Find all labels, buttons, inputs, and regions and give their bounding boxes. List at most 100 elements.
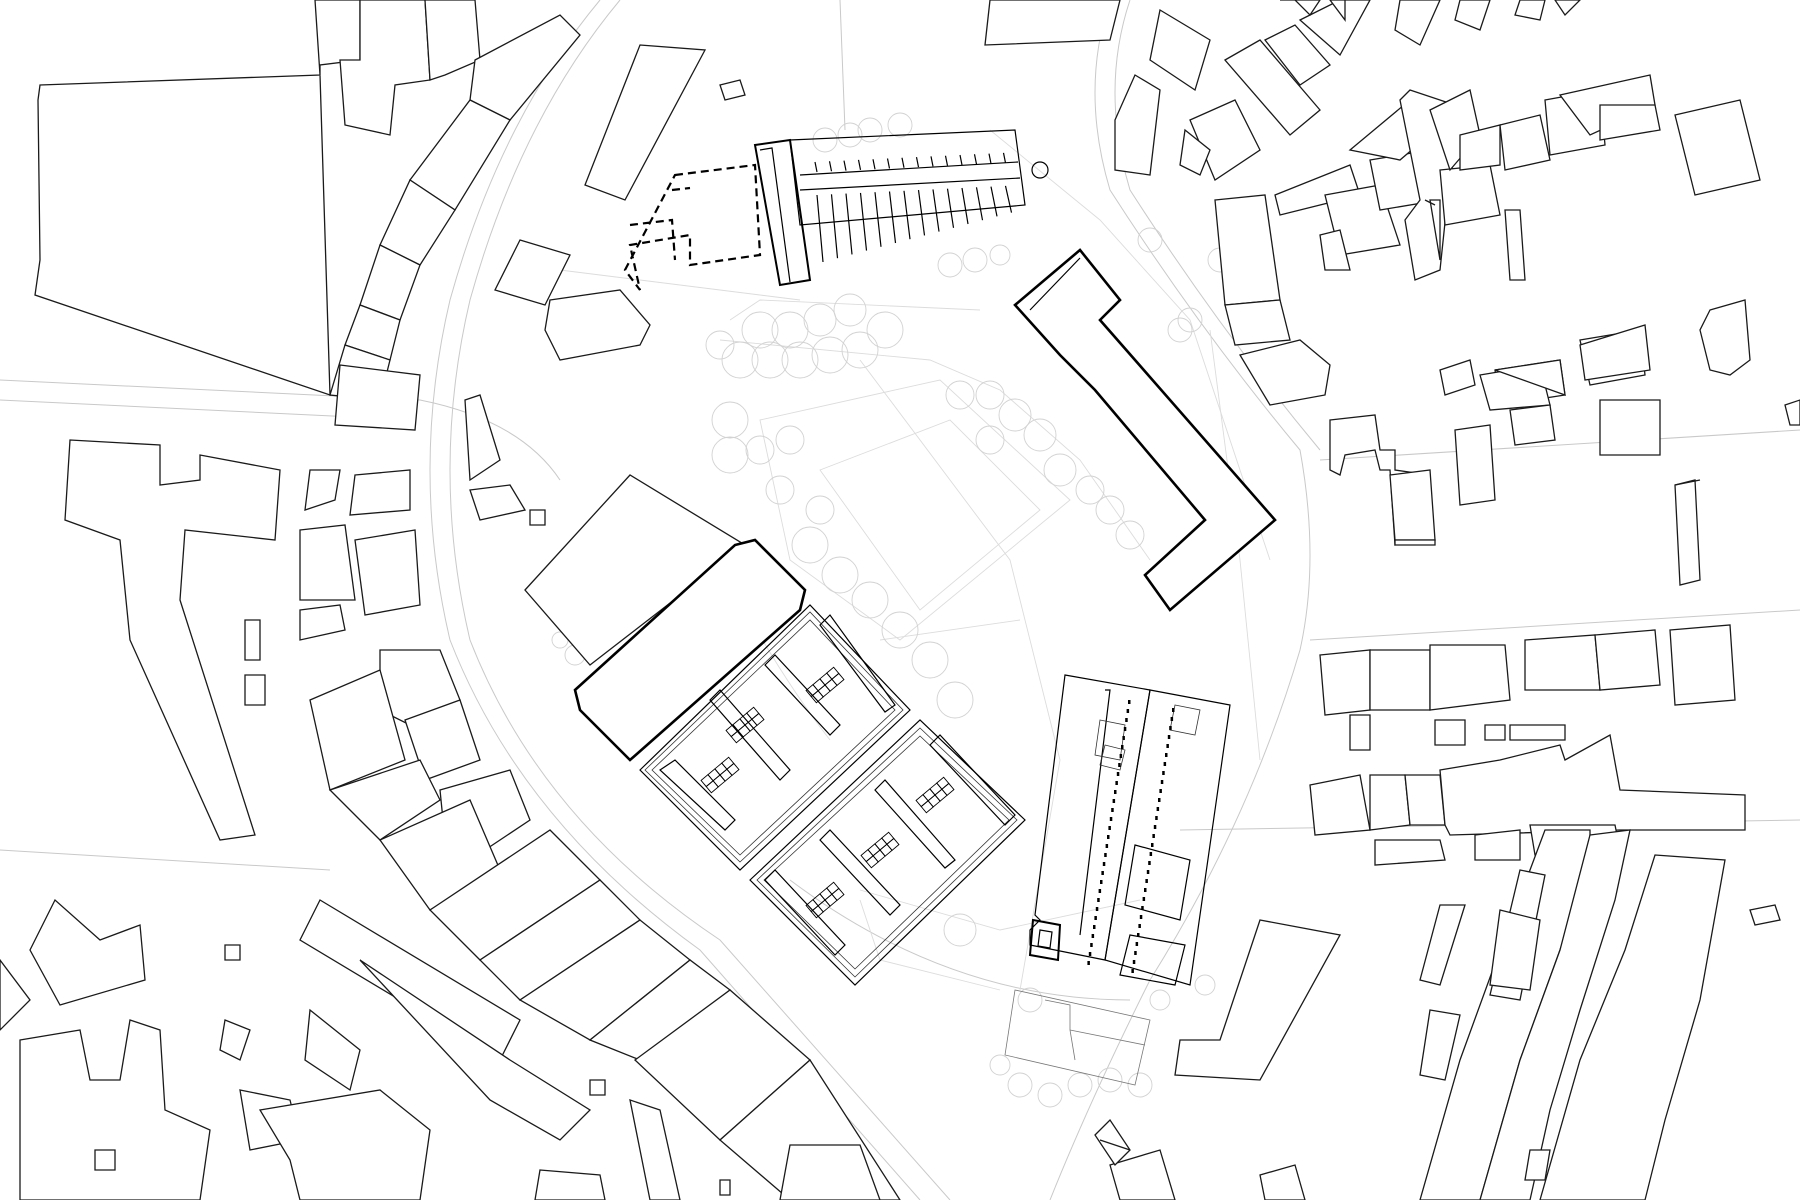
tree-canopy [975,380,1005,410]
column-mark [1145,879,1148,883]
window-cell [936,776,950,790]
column-mark [1102,862,1106,866]
context-building [64,439,281,841]
comb-tooth [930,156,934,167]
tree-canopy [721,341,759,379]
context-building [544,289,651,361]
context-building [299,524,356,601]
window-cell [751,712,765,726]
tree-canopy [1167,317,1193,343]
window-cell [714,762,728,776]
window-cell [872,849,886,863]
context-building [469,14,581,121]
context-building [1099,1139,1131,1151]
tree-canopy [811,336,849,374]
tree-canopy [741,311,779,349]
context-building [219,1019,251,1061]
context-building [304,469,341,511]
tree-canopy [962,247,988,273]
tree-canopy [775,425,805,455]
window-cell [737,724,751,738]
context-building [584,44,707,201]
column-mark [1141,906,1144,910]
tree-canopy [833,293,867,327]
column-mark [1087,961,1090,965]
window-cell [700,774,714,788]
context-building [1439,164,1501,226]
tree-canopy [866,311,904,349]
context-building [529,509,546,526]
column-mark [1107,835,1110,839]
tree-canopy [711,436,749,474]
courtyard-block-south [749,719,1026,986]
comb-tooth [830,194,839,259]
column-mark [1098,889,1102,893]
column-mark [1169,726,1172,730]
column-mark [1146,870,1150,874]
window-cell [721,756,735,770]
column-mark [1112,799,1116,803]
context-building [1429,644,1511,711]
comb-tooth [816,194,824,263]
tree-canopy [1097,1067,1123,1093]
column-mark [1137,933,1140,937]
tree-canopy-group [551,112,1233,1108]
column-mark [1125,718,1128,722]
tree-canopy [1194,974,1216,996]
window-cell [812,678,826,692]
tree-canopy [943,913,977,947]
tree-canopy [812,127,838,153]
column-mark [1109,817,1113,821]
column-mark [1160,780,1164,784]
column-mark [1093,925,1096,929]
tree-canopy [1017,987,1043,1013]
tree-canopy [803,303,837,337]
tree-canopy [781,341,819,379]
context-building [629,1099,681,1200]
north-floorplan-building [623,129,1049,291]
comb-tooth [874,192,882,247]
tree-canopy [851,581,889,619]
context-building [1214,194,1281,306]
context-building [1238,339,1331,406]
context-building [328,759,441,841]
tree-canopy [1149,989,1171,1011]
context-building [1674,479,1701,586]
context-building [1434,719,1466,746]
context-building [1554,0,1581,17]
context-building [1674,99,1761,196]
column-mark [1139,915,1143,919]
column-mark [1116,772,1120,776]
window-grid [915,776,955,814]
window-cell [886,837,900,851]
comb-tooth [973,154,978,165]
column-mark [1119,754,1123,758]
tree-canopy [936,681,974,719]
context-building [1114,74,1161,176]
context-building [258,1089,431,1200]
comb-tooth [888,191,897,244]
window-cell [712,774,726,788]
column-mark [1148,861,1151,865]
l-shaped-building-inner [1029,257,1081,311]
window-grids [700,666,955,919]
column-mark [1094,916,1097,920]
context-building [1784,399,1800,426]
column-mark [1100,880,1103,884]
context-building [354,529,421,616]
comb-tooth [901,157,905,168]
column-mark [1131,969,1134,973]
context-building [1419,1009,1461,1081]
window-cell [881,831,895,845]
context-building [19,1019,211,1200]
context-building [1174,919,1342,1081]
context-building [1484,724,1506,741]
context-building [779,1144,881,1200]
context-building [1459,124,1501,171]
tree-canopy [989,1054,1011,1076]
column-mark [1118,763,1121,767]
context-building [1579,324,1651,381]
tree-canopy [751,341,789,379]
column-mark [1134,951,1137,955]
column-mark [1091,934,1095,938]
